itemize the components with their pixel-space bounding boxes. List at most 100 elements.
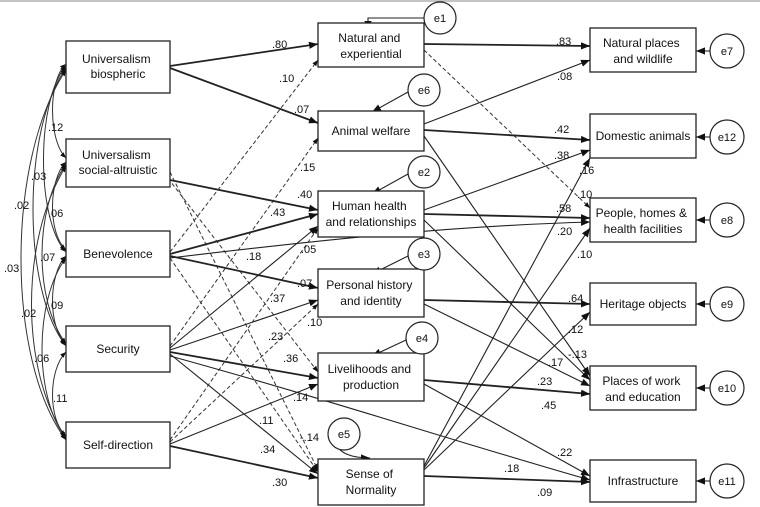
path-nat-phh [423, 49, 591, 209]
path-son-dom [423, 157, 591, 467]
path-son-inf [423, 475, 591, 486]
node-livelihoods: Livelihoods and production [328, 362, 415, 392]
path-label: -.13 [568, 349, 587, 361]
corr-arc-10 [52, 351, 67, 437]
path-label: .34 [260, 444, 275, 456]
path-label: .64 [568, 293, 583, 305]
error-circle-e7 [709, 33, 745, 69]
path-label: .20 [557, 226, 572, 238]
corr-label: .02 [14, 200, 29, 212]
error-e9: e9 [721, 299, 733, 311]
node-animal-welfare: Animal welfare [332, 124, 411, 138]
correlation-arcs [20, 63, 67, 441]
node-box-animal-welfare [317, 110, 425, 152]
error-circle-e12 [709, 119, 745, 155]
corr-label: .06 [48, 208, 63, 220]
node-box-benevolence [65, 230, 171, 278]
left-to-middle-paths [159, 41, 591, 481]
middle-to-right-paths [423, 42, 591, 486]
path-label: .12 [568, 324, 583, 336]
node-box-infrastructure [589, 459, 697, 503]
error-arrows [335, 17, 710, 485]
path-label: .43 [270, 207, 285, 219]
path-label: .10 [279, 73, 294, 85]
path-hum-dom [423, 149, 591, 211]
node-security: Security [96, 342, 139, 356]
path-sd-liv [169, 383, 319, 445]
error-e7: e7 [721, 46, 733, 58]
path-label: .16 [579, 165, 594, 177]
path-label: .58 [556, 203, 571, 215]
path-nat-npw [423, 42, 591, 50]
node-infrastructure: Infrastructure [608, 474, 679, 488]
error-terms: e1 e6 e2 e3 e4 e5 e7 e12 e8 e9 e10 e11 [327, 1, 745, 499]
path-son-phh [423, 227, 591, 469]
node-personal-history: Personal history and identity [326, 278, 415, 308]
node-universalism-social-altruistic: Universalism social-altruistic [79, 148, 158, 177]
error-circle-e6 [407, 73, 441, 107]
path-sd-son [169, 445, 319, 480]
error-circle-e8 [709, 202, 745, 238]
path-usa-hum [169, 179, 319, 212]
path-label: .10 [577, 249, 592, 261]
path-label: .23 [268, 331, 283, 343]
error-circle-e3 [407, 237, 441, 271]
node-box-people-homes [589, 197, 697, 243]
path-label: .42 [554, 124, 569, 136]
path-label: .37 [270, 293, 285, 305]
path-label: -.14 [300, 432, 319, 444]
node-self-direction: Self-direction [83, 438, 153, 452]
path-label: .18 [246, 251, 261, 263]
error-e8: e8 [721, 215, 733, 227]
path-label: .09 [537, 487, 552, 499]
path-label: .30 [272, 477, 287, 489]
path-label: .45 [541, 400, 556, 412]
path-ub-ani [169, 67, 319, 124]
path-sec-ani [169, 137, 319, 347]
path-label: .80 [272, 39, 287, 51]
path-label: .36 [283, 353, 298, 365]
corr-label: .06 [34, 353, 49, 365]
node-box-personal-history [317, 268, 425, 318]
node-box-heritage-objects [589, 282, 697, 326]
path-label: .10 [307, 317, 322, 329]
error-e12: e12 [718, 132, 736, 144]
path-per-her [423, 299, 591, 308]
corr-label: .03 [31, 171, 46, 183]
path-label: .08 [557, 71, 572, 83]
path-sec-liv [169, 351, 319, 380]
error-e4: e4 [416, 333, 428, 345]
node-box-sense-of-normality [317, 458, 425, 506]
error-circle-e11 [709, 463, 745, 499]
path-ani-pwe [423, 135, 591, 377]
path-label: .38 [554, 150, 569, 162]
path-ben-per [169, 255, 319, 290]
path-sd-hum [169, 227, 319, 441]
corr-label: .09 [48, 300, 63, 312]
path-liv-pwe [423, 379, 591, 397]
error-circle-e10 [709, 370, 745, 406]
node-heritage-objects: Heritage objects [600, 297, 687, 311]
path-ani-dom [423, 129, 591, 144]
path-label: .40 [297, 189, 312, 201]
node-box-livelihoods [317, 352, 425, 402]
path-per-pwe [423, 303, 591, 387]
error-circle-e9 [709, 286, 745, 322]
path-label: .10 [577, 189, 592, 201]
path-sec-inf [169, 355, 591, 481]
corr-label: .07 [40, 252, 55, 264]
path-sec-hum [169, 225, 319, 349]
path-label: .17 [548, 357, 563, 369]
node-box-self-direction [65, 421, 171, 469]
path-label: .23 [537, 376, 552, 388]
error-e1: e1 [434, 13, 446, 25]
path-label: .18 [504, 463, 519, 475]
node-universalism-biospheric: Universalism biospheric [82, 52, 154, 81]
corr-arc-9 [41, 257, 67, 439]
path-labels: .80 .10 .07 .15 .40 .43 .18 .05 .07 .37 … [246, 36, 594, 499]
corr-label: .03 [4, 263, 19, 275]
path-label: .05 [301, 244, 316, 256]
path-usa-liv [159, 167, 319, 373]
path-label: .07 [294, 104, 309, 116]
left-column: Universalism biospheric Universalism soc… [65, 40, 171, 469]
